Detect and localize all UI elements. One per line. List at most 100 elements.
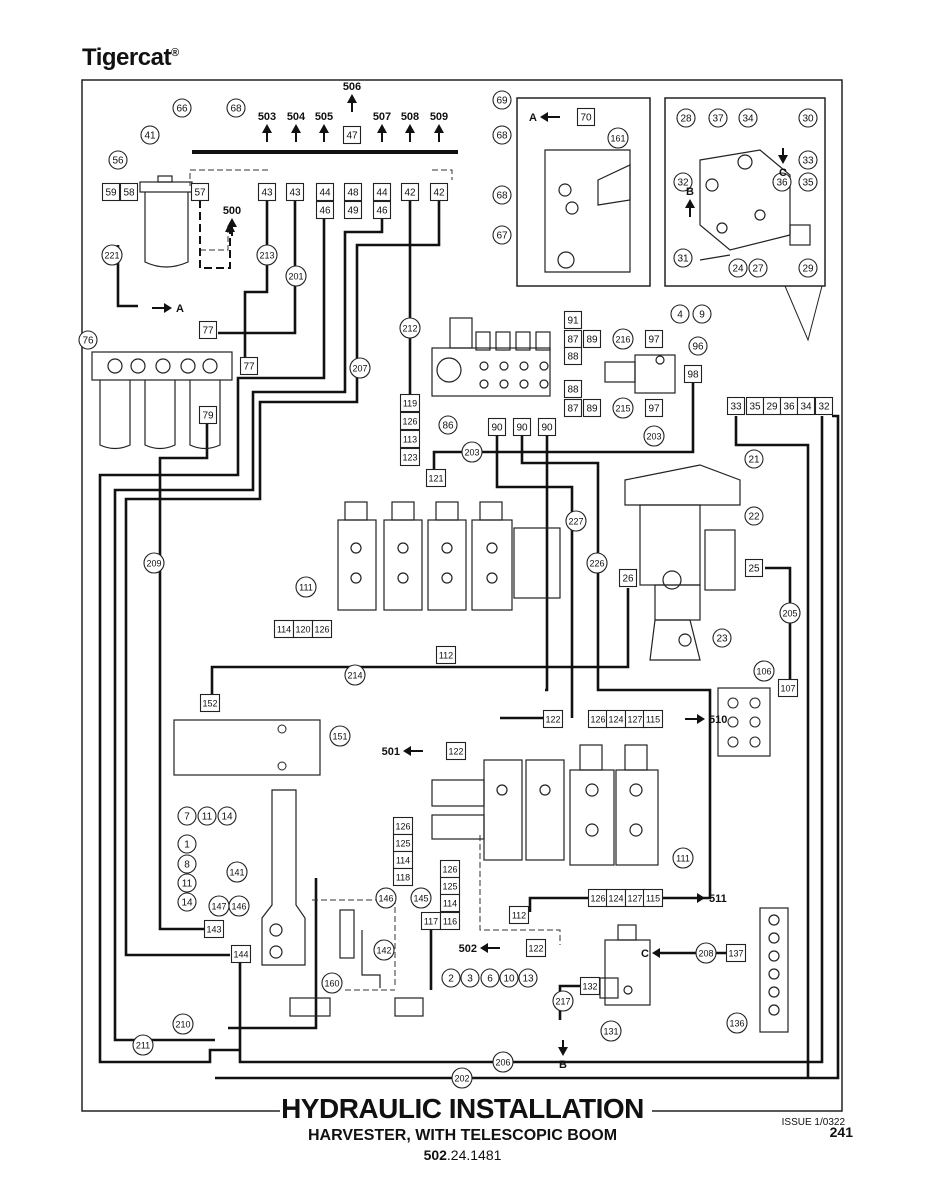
page-subtitle: HARVESTER, WITH TELESCOPIC BOOM (307, 1127, 618, 1144)
part-box-44: 44 (315, 182, 335, 202)
callout-2: 2 (441, 968, 461, 988)
svg-text:8: 8 (184, 860, 190, 871)
bracket-141 (261, 789, 306, 966)
svg-text:152: 152 (202, 699, 217, 709)
svg-text:216: 216 (615, 335, 630, 345)
svg-text:46: 46 (376, 206, 388, 217)
callout-23: 23 (712, 628, 732, 648)
callout-32: 32 (673, 172, 693, 192)
svg-text:2: 2 (448, 974, 454, 985)
part-box-121: 121 (425, 468, 447, 488)
svg-text:121: 121 (428, 474, 443, 484)
svg-text:131: 131 (603, 1027, 618, 1037)
svg-text:126: 126 (590, 715, 605, 725)
svg-text:68: 68 (496, 131, 508, 142)
svg-text:126: 126 (314, 625, 329, 635)
part-box-114: 114 (273, 619, 295, 639)
svg-text:33: 33 (802, 156, 814, 167)
svg-text:13: 13 (522, 974, 534, 985)
svg-text:125: 125 (442, 882, 457, 892)
svg-text:124: 124 (608, 894, 623, 904)
svg-text:1: 1 (184, 840, 190, 851)
callout-209: 209 (143, 552, 165, 574)
svg-text:32: 32 (677, 178, 689, 189)
callout-215: 215 (612, 397, 634, 419)
valve-131 (599, 924, 651, 1006)
part-box-49: 49 (343, 200, 363, 220)
svg-text:26: 26 (622, 574, 634, 585)
svg-text:11: 11 (202, 812, 213, 823)
flow-arrow-501: 501 (382, 746, 423, 758)
part-box-89: 89 (582, 329, 602, 349)
part-box-25: 25 (744, 558, 764, 578)
svg-text:123: 123 (402, 453, 417, 463)
callout-203: 203 (461, 441, 483, 463)
svg-text:227: 227 (568, 517, 583, 527)
callout-37: 37 (708, 108, 728, 128)
svg-text:36: 36 (783, 402, 795, 413)
callout-68: 68 (226, 98, 246, 118)
svg-text:35: 35 (749, 402, 761, 413)
part-box-115: 115 (642, 888, 664, 908)
callout-68: 68 (492, 185, 512, 205)
svg-text:88: 88 (567, 385, 579, 396)
callout-221: 221 (101, 244, 123, 266)
flow-arrow-C: C (641, 948, 672, 960)
svg-text:118: 118 (396, 873, 410, 883)
callout-36: 36 (772, 172, 792, 192)
svg-text:77: 77 (243, 362, 255, 373)
callout-214: 214 (344, 664, 366, 686)
part-box-43: 43 (257, 182, 277, 202)
flow-arrow-507: 507 (373, 111, 391, 142)
issue-stamp: ISSUE 1/0322 (781, 1117, 845, 1128)
page-number: 241 (829, 1124, 853, 1140)
svg-text:208: 208 (698, 949, 713, 959)
part-box-143: 143 (203, 919, 225, 939)
svg-text:122: 122 (528, 944, 543, 954)
svg-text:10: 10 (503, 974, 515, 985)
svg-text:146: 146 (378, 894, 393, 904)
svg-text:67: 67 (496, 231, 508, 242)
part-box-137: 137 (725, 943, 747, 963)
callout-67: 67 (492, 225, 512, 245)
part-box-42: 42 (429, 182, 449, 202)
svg-text:114: 114 (443, 899, 457, 909)
svg-text:115: 115 (646, 715, 660, 725)
callout-33: 33 (798, 150, 818, 170)
svg-text:97: 97 (648, 335, 660, 346)
svg-text:210: 210 (175, 1020, 190, 1030)
callout-56: 56 (108, 150, 128, 170)
svg-text:69: 69 (496, 96, 508, 107)
part-box-125: 125 (439, 876, 461, 896)
svg-text:215: 215 (615, 404, 630, 414)
part-box-126: 126 (311, 619, 333, 639)
svg-text:7: 7 (184, 812, 190, 823)
svg-text:27: 27 (752, 264, 764, 275)
part-box-97: 97 (644, 329, 664, 349)
svg-text:57: 57 (194, 188, 206, 199)
part-box-127: 127 (624, 709, 646, 729)
part-box-87: 87 (563, 329, 583, 349)
svg-text:142: 142 (376, 946, 391, 956)
part-box-32: 32 (814, 396, 834, 416)
svg-text:70: 70 (580, 113, 592, 124)
callout-212: 212 (399, 317, 421, 339)
part-box-91: 91 (563, 310, 583, 330)
callout-203: 203 (643, 425, 665, 447)
svg-text:111: 111 (676, 854, 690, 864)
part-box-35: 35 (745, 396, 765, 416)
svg-text:122: 122 (448, 747, 463, 757)
svg-text:90: 90 (516, 423, 528, 434)
svg-text:87: 87 (567, 404, 579, 415)
svg-text:35: 35 (802, 178, 814, 189)
svg-text:C: C (641, 948, 649, 960)
callout-96: 96 (688, 336, 708, 356)
callout-217: 217 (552, 990, 574, 1012)
part-box-122: 122 (525, 938, 547, 958)
svg-text:126: 126 (590, 894, 605, 904)
callout-147: 147 (208, 895, 230, 917)
part-box-90: 90 (537, 417, 557, 437)
part-box-48: 48 (343, 182, 363, 202)
flow-arrow-508: 508 (401, 111, 419, 142)
bracket-160 (289, 909, 424, 1017)
